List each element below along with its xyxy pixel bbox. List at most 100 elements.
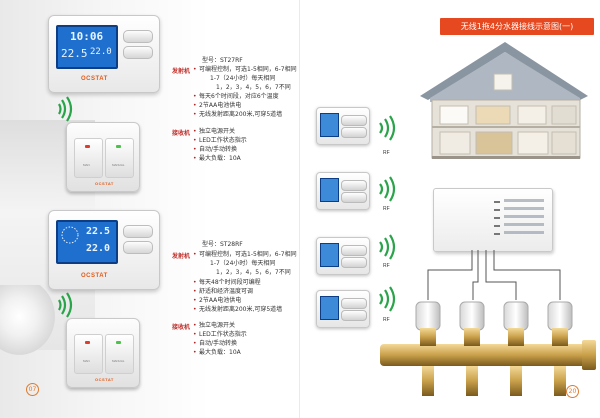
receiver-btn-label-man: MAN [83, 163, 90, 167]
product2-tx-feature: 1，2，3，4，5，6，7不同 [216, 269, 291, 276]
product2-tx-feature: 每天48个时间段可编程 [199, 279, 261, 286]
wireless-signal-icon [379, 286, 396, 312]
left-page: 10:06 22.5 22.0 OCSTAT MAN MANUAL OCSTAT [0, 0, 300, 418]
product1-tx-feature: 无线发射距离200米,可穿5道墙 [199, 111, 283, 118]
wiring-center-box [433, 188, 553, 252]
receiver-btn-label-manual: MANUAL [112, 359, 125, 363]
green-led-icon [116, 145, 121, 148]
wireless-signal-icon [379, 234, 396, 260]
bullet-icon: • [193, 349, 197, 356]
product2-rx-feature: 自动/手动转换 [199, 340, 238, 347]
brand-logo: OCSTAT [81, 76, 108, 82]
small-thermostat-1 [316, 107, 370, 145]
bullet-icon: • [193, 340, 197, 347]
small-thermo-button[interactable] [341, 127, 367, 138]
brand-logo: OCSTAT [95, 377, 114, 382]
bullet-icon: • [193, 137, 197, 144]
product1-model: 型号：ST27RF [202, 57, 243, 64]
bullet-icon: • [193, 322, 197, 329]
product2-rx-feature: 独立电源开关 [199, 322, 236, 329]
thermostat-st27rf: 10:06 22.5 22.0 OCSTAT [48, 15, 160, 93]
product1-tx-feature: 可编程控制，可选1-5相同，6-7相同 [199, 66, 297, 73]
vent-slots [504, 199, 544, 239]
bullet-icon: • [193, 306, 197, 313]
bullet-icon: • [193, 251, 197, 258]
red-led-icon [85, 341, 90, 344]
rf-label: RF [383, 150, 390, 156]
product1-receiver-label: 接收机 [172, 130, 191, 137]
receiver-mode-rocker[interactable] [105, 138, 134, 178]
small-thermo-button[interactable] [341, 180, 367, 191]
rf-label: RF [383, 263, 390, 269]
product1-tx-feature: 2节AA电池供电 [199, 102, 242, 109]
lcd-temp-set: 22.0 [90, 47, 112, 57]
receiver-switch-2: MAN MANUAL OCSTAT [66, 318, 140, 388]
small-thermo-button[interactable] [341, 245, 367, 256]
thermostat-down-button[interactable] [123, 46, 153, 59]
small-thermo-button[interactable] [341, 115, 367, 126]
green-led-icon [116, 341, 121, 344]
small-thermo-button[interactable] [341, 257, 367, 268]
bullet-icon: • [193, 111, 197, 118]
thermostat-st28rf: 22.5 22.0 OCSTAT [48, 210, 160, 290]
wireless-signal-icon [58, 292, 73, 318]
bullet-icon: • [193, 331, 197, 338]
small-thermostat-3 [316, 237, 370, 275]
receiver-switch-1: MAN MANUAL OCSTAT [66, 122, 140, 192]
bullet-icon: • [193, 66, 197, 73]
page-number-left: 07 [26, 383, 39, 396]
house-illustration [420, 42, 588, 159]
thermostat-lcd: 10:06 22.5 22.0 [56, 25, 118, 69]
receiver-power-rocker[interactable] [74, 138, 103, 178]
product2-tx-feature: 可编程控制，可选1-5相同，6-7相同 [199, 251, 297, 258]
small-thermo-button[interactable] [341, 310, 367, 321]
small-thermostat-2 [316, 172, 370, 210]
small-thermo-button[interactable] [341, 298, 367, 309]
product2-receiver-label: 接收机 [172, 324, 191, 331]
thermostat-up-button[interactable] [123, 225, 153, 238]
thermostat-lcd: 22.5 22.0 [56, 220, 118, 264]
lcd-time: 10:06 [70, 30, 104, 43]
small-thermostat-4 [316, 290, 370, 328]
product2-model: 型号：ST28RF [202, 241, 243, 248]
receiver-mode-rocker[interactable] [105, 334, 134, 374]
wireless-signal-icon [379, 176, 396, 202]
product2-transmitter-label: 发射机 [172, 253, 191, 260]
title-bar [440, 18, 594, 35]
receiver-btn-label-man: MAN [83, 359, 90, 363]
receiver-btn-label-manual: MANUAL [112, 163, 125, 167]
red-led-icon [85, 145, 90, 148]
wireless-signal-icon [379, 115, 396, 141]
product1-rx-feature: 独立电源开关 [199, 128, 236, 135]
bullet-icon: • [193, 146, 197, 153]
brand-logo: OCSTAT [95, 181, 114, 186]
small-thermo-button[interactable] [341, 192, 367, 203]
product2-tx-feature: 舒适和经济温度可调 [199, 288, 254, 295]
small-lcd [320, 296, 339, 320]
product1-rx-feature: 自动/手动转换 [199, 146, 238, 153]
rf-label: RF [383, 206, 390, 212]
indicator-lights [494, 201, 500, 237]
thermostat-down-button[interactable] [123, 241, 153, 254]
small-lcd [320, 178, 339, 202]
product2-tx-feature: 1-7（24小时）每天相同 [210, 260, 276, 267]
clock-dial-icon [61, 226, 79, 244]
bullet-icon: • [193, 297, 197, 304]
bullet-icon: • [193, 279, 197, 286]
bullet-icon: • [193, 288, 197, 295]
small-lcd [320, 113, 339, 137]
product1-rx-feature: 最大负载：10A [199, 155, 241, 162]
brass-manifold [380, 301, 596, 396]
rf-label: RF [383, 317, 390, 323]
product1-transmitter-label: 发射机 [172, 68, 191, 75]
bullet-icon: • [193, 128, 197, 135]
bullet-icon: • [193, 102, 197, 109]
thermostat-up-button[interactable] [123, 30, 153, 43]
receiver-power-rocker[interactable] [74, 334, 103, 374]
brand-logo: OCSTAT [81, 273, 108, 279]
diagram-title: 无线1拖4分水器接线示意图(一) [460, 22, 574, 31]
lcd-temp: 22.5 [86, 226, 111, 237]
lcd-temp: 22.5 [61, 47, 88, 60]
